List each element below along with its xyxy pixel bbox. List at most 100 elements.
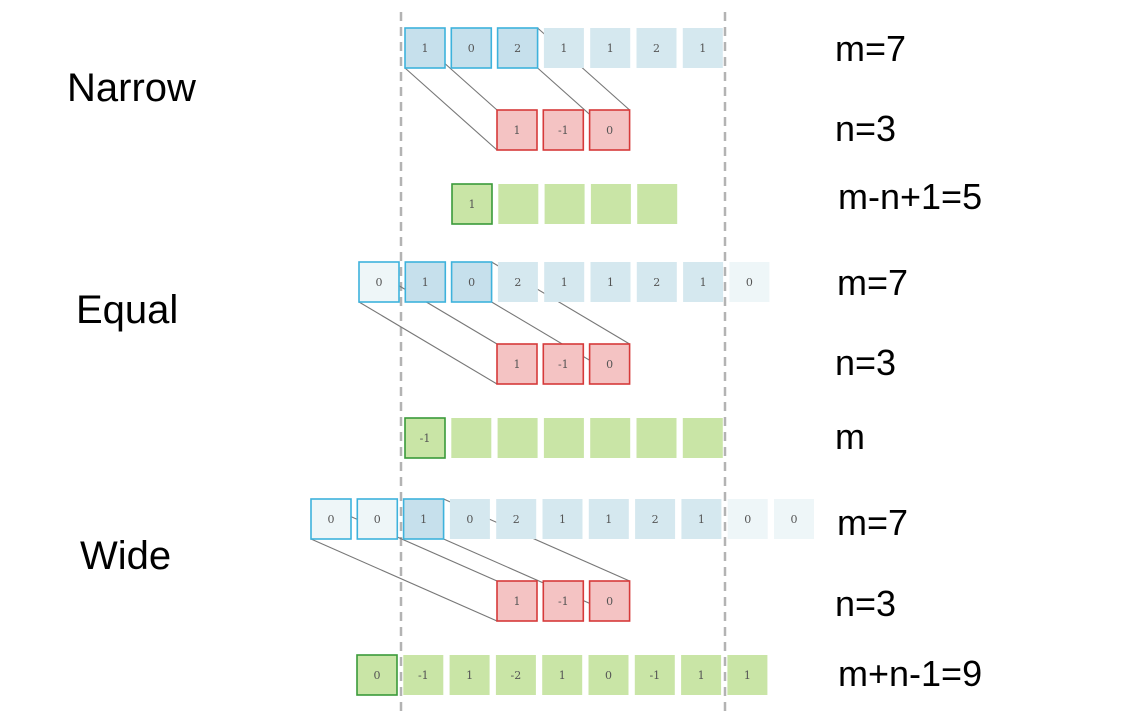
wide-kernel-length-label: n=3 (835, 583, 897, 624)
wide-kernel-cell-value: 0 (606, 595, 613, 608)
equal-input-cell: 1 (404, 261, 447, 303)
wide-input-cell: 1 (402, 498, 445, 540)
narrow-kernel-cell: 0 (588, 109, 631, 151)
wide-input-cell-value: 0 (374, 513, 381, 526)
equal-input-cell-value: 2 (514, 276, 521, 289)
wide-input-cell-value: 0 (466, 513, 473, 526)
equal-kernel-cell-value: 0 (606, 358, 613, 371)
equal-input-cell-value: 0 (468, 276, 475, 289)
wide-input-cell-value: 1 (698, 513, 705, 526)
wide-input-cell: 1 (588, 499, 629, 539)
equal-input-cell: 1 (683, 262, 724, 302)
narrow-output-cell (637, 184, 678, 224)
narrow-kernel-cell-value: 0 (606, 124, 613, 137)
wide-input-cell: 2 (496, 499, 537, 539)
equal-output-cell (451, 418, 492, 458)
equal-kernel-cell: 0 (588, 343, 631, 385)
equal-output-cell (543, 418, 584, 458)
narrow-output-cell-value: 1 (469, 198, 476, 211)
wide-output-cell-value: 1 (698, 669, 705, 682)
equal-kernel-cell-value: -1 (558, 358, 569, 371)
narrow-input-cell: 2 (636, 28, 677, 68)
equal-kernel-cell: -1 (542, 343, 585, 385)
wide-output-cell: 1 (727, 655, 768, 695)
equal-kernel-cell-value: 1 (514, 358, 521, 371)
narrow-kernel-cell-value: -1 (558, 124, 569, 137)
narrow-input-cell: 1 (543, 28, 584, 68)
narrow-input-cell-value: 1 (560, 42, 567, 55)
equal-input-cell: 0 (450, 261, 493, 303)
narrow-output-cell (544, 184, 585, 224)
wide-output-cell-value: 1 (744, 669, 751, 682)
wide-output-cell-value: 1 (559, 669, 566, 682)
wide-input-cell-value: 0 (328, 513, 335, 526)
wide-input-cell: 0 (310, 498, 352, 540)
section-title-wide: Wide (80, 534, 172, 578)
wide-output-cell-value: 1 (466, 669, 473, 682)
wide-output-cell-value: -1 (418, 669, 429, 682)
wide-input-cell-value: 0 (791, 513, 798, 526)
equal-input-cell-value: 1 (607, 276, 614, 289)
narrow-input-cell-value: 1 (607, 42, 614, 55)
wide-output-cell-value: 0 (374, 669, 381, 682)
narrow-input-cell-value: 2 (514, 42, 521, 55)
narrow-kernel-length-label: n=3 (835, 108, 897, 149)
wide-input-cell: 1 (542, 499, 583, 539)
wide-kernel-cell: -1 (542, 580, 585, 622)
wide-input-length-label: m=7 (837, 502, 909, 543)
equal-output-cell (636, 418, 677, 458)
wide-input-cell: 0 (774, 499, 814, 539)
equal-input-cell: 0 (358, 261, 400, 303)
narrow-kernel-cell: -1 (542, 109, 585, 151)
narrow-input-cell-value: 1 (699, 42, 706, 55)
equal-input-cell-value: 0 (746, 276, 753, 289)
wide-output-cell: 0 (588, 655, 629, 695)
wide-kernel-cell: 1 (496, 580, 538, 622)
equal-input-cell: 0 (729, 262, 770, 302)
wide-kernel-cell-value: 1 (514, 595, 521, 608)
wide-connector-line (310, 538, 498, 622)
wide-input-cell-value: 2 (513, 513, 520, 526)
equal-input-cell-value: 1 (422, 276, 429, 289)
narrow-output-cell (498, 184, 539, 224)
narrow-kernel-cell-value: 1 (514, 124, 521, 137)
wide-input-cell: 2 (635, 499, 676, 539)
narrow-input-cell: 1 (590, 28, 631, 68)
wide-output-cell: -1 (634, 655, 675, 695)
narrow-output-cell (590, 184, 631, 224)
wide-input-cell: 0 (727, 499, 768, 539)
narrow-input-cell-value: 0 (468, 42, 475, 55)
narrow-input-cell: 0 (450, 27, 493, 69)
wide-input-cell-value: 1 (420, 513, 427, 526)
equal-input-cell: 2 (636, 262, 677, 302)
wide-output-cell-value: -1 (649, 669, 660, 682)
equal-input-cell: 2 (497, 262, 538, 302)
equal-connector-line (358, 301, 498, 385)
wide-input-cell-value: 1 (559, 513, 566, 526)
wide-output-cell-value: -2 (511, 669, 522, 682)
wide-output-cell: 1 (681, 655, 722, 695)
equal-input-cell-value: 0 (376, 276, 383, 289)
wide-input-cell-value: 1 (605, 513, 612, 526)
equal-kernel-cell: 1 (496, 343, 538, 385)
narrow-input-cell-value: 1 (422, 42, 429, 55)
narrow-input-cell: 2 (496, 27, 539, 69)
narrow-input-cell: 1 (682, 28, 723, 68)
equal-input-cell-value: 1 (700, 276, 707, 289)
wide-kernel-cell-value: -1 (558, 595, 569, 608)
wide-output-cell: -1 (403, 655, 444, 695)
wide-output-cell: 0 (356, 654, 398, 696)
wide-input-cell: 0 (449, 499, 490, 539)
wide-output-cell: -2 (495, 655, 536, 695)
equal-input-cell: 1 (544, 262, 585, 302)
wide-output-cell: 1 (542, 655, 583, 695)
equal-output-cell-value: -1 (420, 432, 431, 445)
wide-output-cell: 1 (449, 655, 490, 695)
equal-input-cell-value: 2 (653, 276, 660, 289)
wide-input-cell-value: 2 (652, 513, 659, 526)
wide-input-cell-value: 0 (744, 513, 751, 526)
equal-output-length-label: m (835, 416, 865, 457)
narrow-output-cell: 1 (451, 183, 493, 225)
section-title-equal: Equal (76, 288, 179, 332)
